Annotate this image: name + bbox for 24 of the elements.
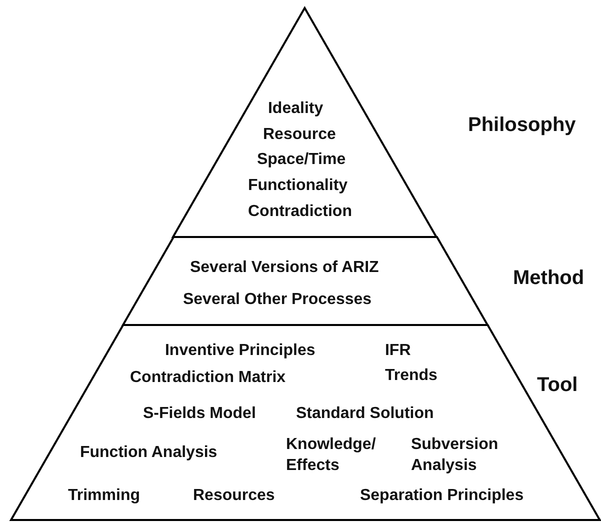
concept-text: Functionality xyxy=(248,176,348,196)
concept-text: Several Versions of ARIZ xyxy=(190,258,379,278)
concept-text: Trends xyxy=(384,366,438,386)
pyramid-layer xyxy=(173,8,437,237)
concept-text: Subversion Analysis xyxy=(410,435,500,476)
concept-text: IFR xyxy=(384,341,411,361)
concept-text: S-Fields Model xyxy=(142,404,256,424)
concept-text: Resource xyxy=(262,125,336,145)
concept-text: Space/Time xyxy=(256,150,346,170)
concept-text: Contradiction Matrix xyxy=(130,368,286,388)
concept-text: Separation Principles xyxy=(360,486,524,506)
concept-text: Trimming xyxy=(68,486,140,506)
concept-text: Standard Solution xyxy=(296,404,434,424)
layer-label: Tool xyxy=(537,373,578,397)
concept-text: Contradiction xyxy=(248,202,352,222)
concept-text: Knowledge/ Effects xyxy=(286,435,377,476)
concept-text: Several Other Processes xyxy=(182,290,372,310)
layer-label: Philosophy xyxy=(468,113,576,137)
concept-text: Inventive Principles xyxy=(164,341,316,361)
layer-label: Method xyxy=(513,266,584,290)
concept-text: Resources xyxy=(192,486,275,506)
concept-text: Function Analysis xyxy=(80,443,218,463)
pyramid-layer xyxy=(122,237,488,325)
concept-text: Ideality xyxy=(268,99,324,119)
